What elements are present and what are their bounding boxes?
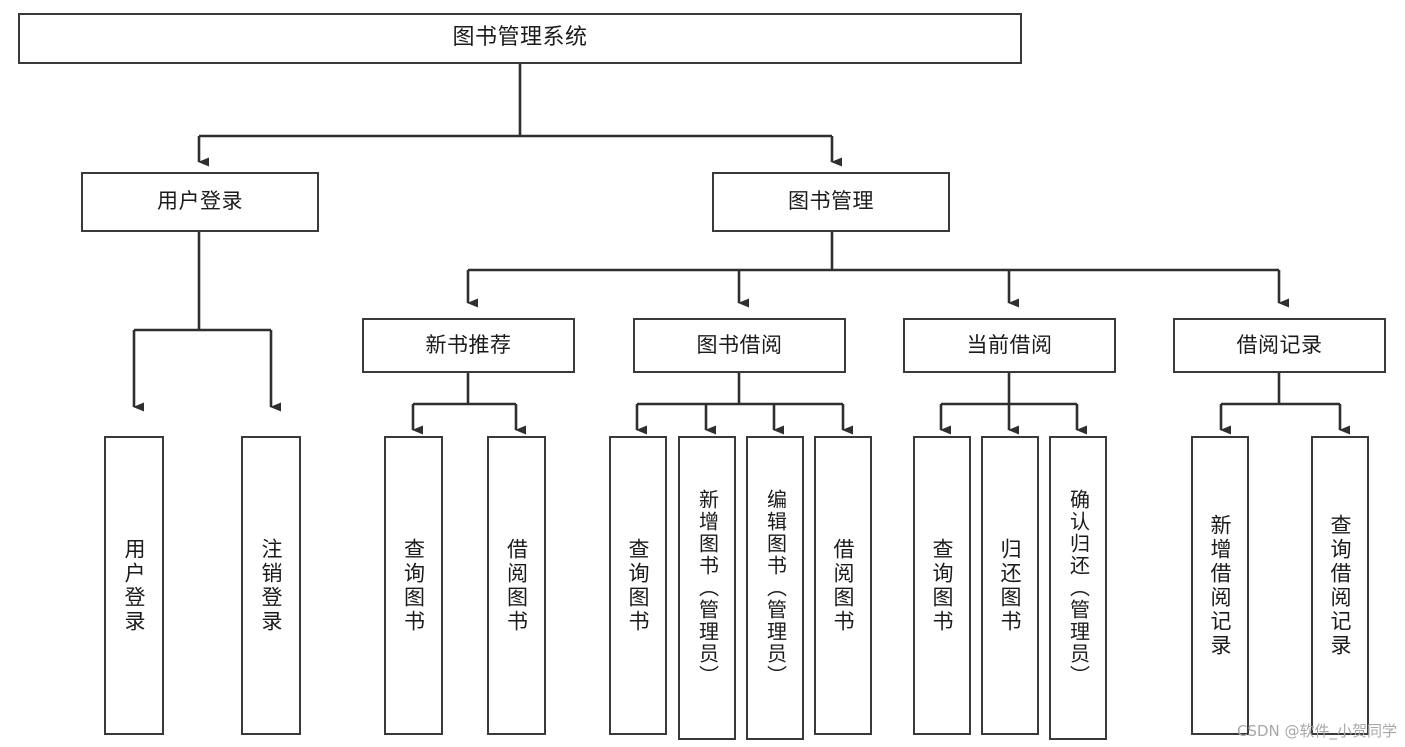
node-label: 借阅记录 <box>1236 332 1323 357</box>
node-borrow-record[interactable]: 借阅记录 <box>1173 318 1386 373</box>
node-leaf-add-book-admin[interactable]: 新增图书（管理员） <box>678 436 736 740</box>
node-user-login[interactable]: 用户登录 <box>81 172 319 232</box>
node-label: 用户登录 <box>157 189 243 214</box>
node-leaf-query-borrow-record[interactable]: 查询借阅记录 <box>1311 436 1369 735</box>
node-label: 查询图书 <box>626 537 651 634</box>
node-book-borrow[interactable]: 图书借阅 <box>633 318 846 373</box>
node-label: 编辑图书（管理员） <box>763 489 788 687</box>
node-label: 注销登录 <box>259 537 284 634</box>
node-label: 查询图书 <box>401 537 426 634</box>
node-label: 当前借阅 <box>966 332 1053 357</box>
node-leaf-borrow-book[interactable]: 借阅图书 <box>814 436 872 735</box>
node-leaf-logout[interactable]: 注销登录 <box>241 436 301 735</box>
node-leaf-query-book-current[interactable]: 查询图书 <box>913 436 971 735</box>
node-current-borrow[interactable]: 当前借阅 <box>903 318 1116 373</box>
node-leaf-edit-book-admin[interactable]: 编辑图书（管理员） <box>746 436 804 740</box>
node-leaf-borrow-book-recommend[interactable]: 借阅图书 <box>487 436 546 735</box>
node-label: 借阅图书 <box>504 537 529 634</box>
csdn-watermark: CSDN @软件_小贺同学 <box>1236 722 1397 740</box>
node-leaf-query-book-recommend[interactable]: 查询图书 <box>384 436 443 735</box>
node-label: 新增借阅记录 <box>1208 513 1233 658</box>
node-leaf-user-login[interactable]: 用户登录 <box>104 436 164 735</box>
node-leaf-add-borrow-record[interactable]: 新增借阅记录 <box>1191 436 1249 735</box>
node-leaf-return-book[interactable]: 归还图书 <box>981 436 1039 735</box>
node-leaf-query-book-borrow[interactable]: 查询图书 <box>609 436 667 735</box>
node-label: 新增图书（管理员） <box>695 489 720 687</box>
node-label: 查询图书 <box>930 537 955 634</box>
node-label: 借阅图书 <box>831 537 856 634</box>
node-label: 查询借阅记录 <box>1328 513 1353 658</box>
node-label: 新书推荐 <box>425 332 512 357</box>
node-root-book-management-system[interactable]: 图书管理系统 <box>18 13 1022 64</box>
node-label: 确认归还（管理员） <box>1066 489 1091 687</box>
node-book-management[interactable]: 图书管理 <box>712 172 950 232</box>
node-leaf-confirm-return-admin[interactable]: 确认归还（管理员） <box>1049 436 1107 740</box>
node-label: 图书借阅 <box>696 332 783 357</box>
node-new-book-recommend[interactable]: 新书推荐 <box>362 318 575 373</box>
node-label: 用户登录 <box>122 537 147 634</box>
node-label: 图书管理 <box>788 189 874 214</box>
node-label: 归还图书 <box>998 537 1023 634</box>
node-label: 图书管理系统 <box>452 25 588 51</box>
